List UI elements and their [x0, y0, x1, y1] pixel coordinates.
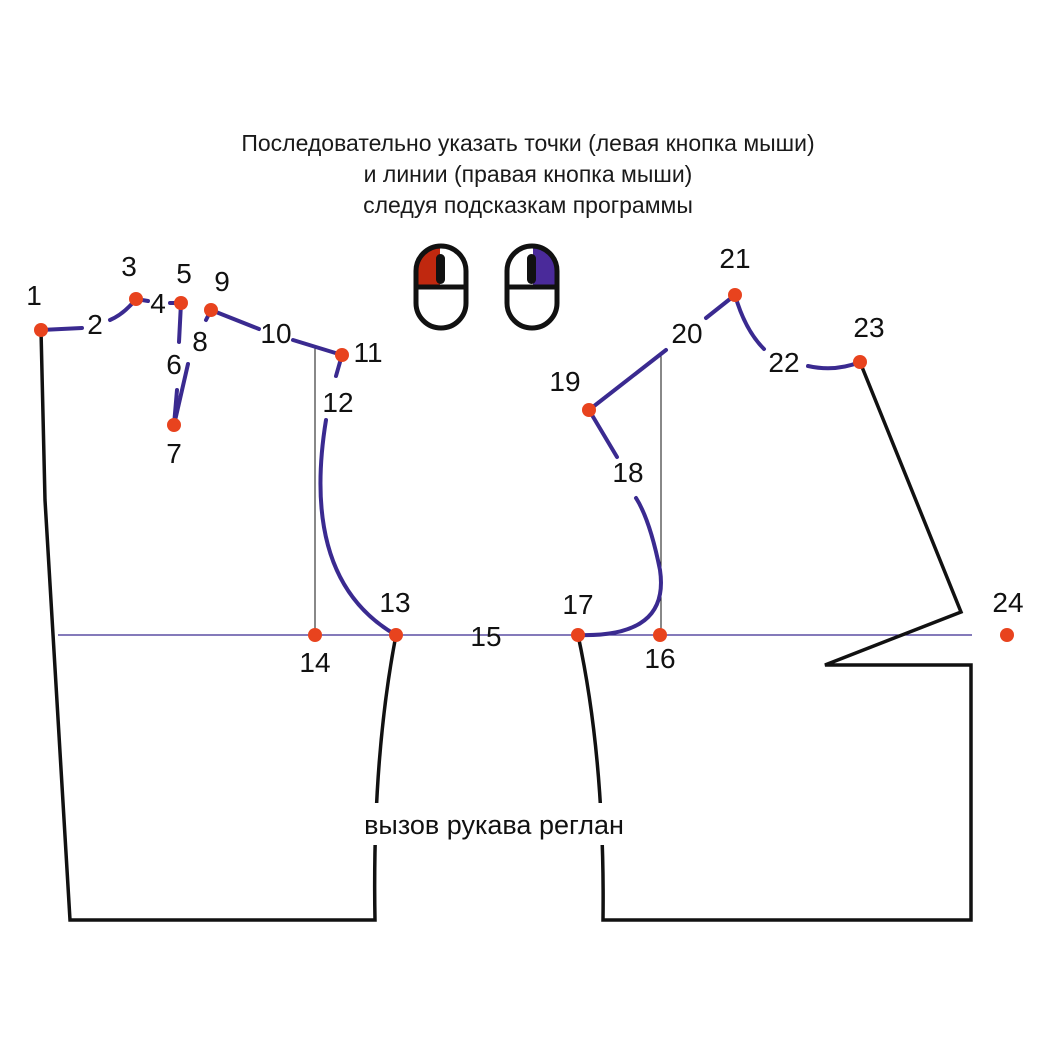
label-22: 22 — [768, 347, 799, 378]
instruction-line-3: следуя подсказкам программы — [363, 192, 693, 218]
label-4: 4 — [150, 288, 166, 319]
label-1: 1 — [26, 280, 42, 311]
label-23: 23 — [853, 312, 884, 343]
point-16[interactable] — [653, 628, 667, 642]
instruction-line-1: Последовательно указать точки (левая кно… — [241, 130, 815, 156]
point-19[interactable] — [582, 403, 596, 417]
label-14: 14 — [299, 647, 330, 678]
point-1[interactable] — [34, 323, 48, 337]
point-14[interactable] — [308, 628, 322, 642]
point-5[interactable] — [174, 296, 188, 310]
mouse-left-button-icon — [413, 243, 469, 331]
back-panel-outline — [39, 329, 398, 922]
construction-lines — [39, 293, 862, 638]
label-6: 6 — [166, 349, 182, 380]
label-19: 19 — [549, 366, 580, 397]
point-labels: 1 2 3 4 5 6 7 8 9 10 11 12 13 14 15 16 1… — [26, 243, 1023, 678]
point-24[interactable] — [1000, 628, 1014, 642]
point-7[interactable] — [167, 418, 181, 432]
point-3[interactable] — [129, 292, 143, 306]
label-13: 13 — [379, 587, 410, 618]
point-11[interactable] — [335, 348, 349, 362]
guide-lines — [58, 348, 972, 636]
instructions-text: Последовательно указать точки (левая кно… — [0, 128, 1056, 221]
point-21[interactable] — [728, 288, 742, 302]
label-21: 21 — [719, 243, 750, 274]
label-3: 3 — [121, 251, 137, 282]
label-7: 7 — [166, 438, 182, 469]
pattern-points — [34, 288, 1014, 642]
label-20: 20 — [671, 318, 702, 349]
label-8: 8 — [192, 326, 208, 357]
label-11: 11 — [353, 337, 382, 368]
label-15: 15 — [470, 621, 501, 652]
point-9[interactable] — [204, 303, 218, 317]
label-5: 5 — [176, 258, 192, 289]
label-2: 2 — [87, 309, 103, 340]
point-17[interactable] — [571, 628, 585, 642]
label-17: 17 — [562, 589, 593, 620]
label-18: 18 — [612, 457, 643, 488]
label-12: 12 — [322, 387, 353, 418]
label-10: 10 — [260, 318, 291, 349]
mouse-right-button-icon — [504, 243, 560, 331]
instruction-line-2: и линии (правая кнопка мыши) — [363, 161, 693, 187]
label-24: 24 — [992, 587, 1023, 618]
label-9: 9 — [214, 266, 230, 297]
raglan-sleeve-caption[interactable]: вызов рукава реглан — [364, 810, 624, 840]
point-13[interactable] — [389, 628, 403, 642]
point-23[interactable] — [853, 355, 867, 369]
label-16: 16 — [644, 643, 675, 674]
